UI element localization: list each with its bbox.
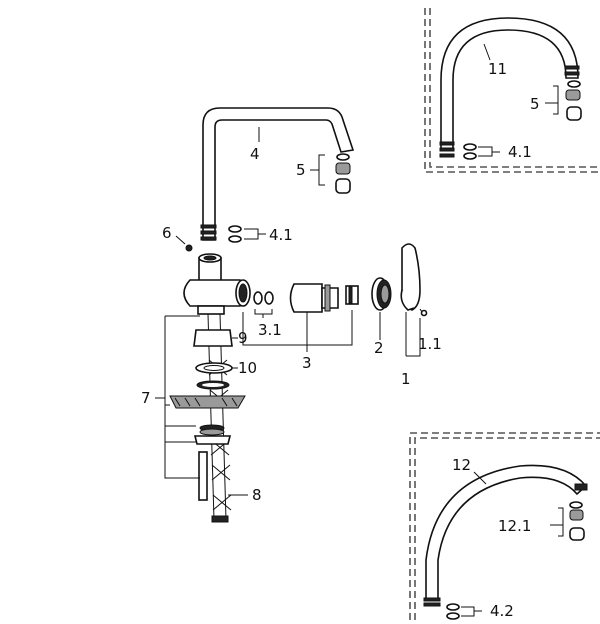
- mixer-body: [183, 253, 251, 315]
- o-ring: [196, 380, 230, 390]
- washers-4-2: [446, 603, 482, 620]
- label-1-1: 1.1: [418, 335, 442, 353]
- lever-handle-1: [400, 243, 428, 357]
- inset-frame-top: [424, 8, 600, 173]
- washers-4-1-inset: [463, 143, 500, 160]
- washers-4-1: [228, 225, 266, 243]
- washer-10: [195, 362, 238, 374]
- threaded-stud-8: [198, 451, 248, 501]
- label-4-1-inset: 4.1: [508, 143, 532, 161]
- label-12: 12: [452, 456, 471, 474]
- cap-2: [371, 277, 392, 340]
- aerator-set-5: [310, 153, 351, 194]
- arched-spout-12: [423, 464, 588, 607]
- bracket-3-1: [254, 309, 273, 318]
- bracket-3: [242, 310, 353, 352]
- label-4: 4: [250, 145, 260, 163]
- label-3-1: 3.1: [258, 321, 282, 339]
- label-8: 8: [252, 486, 262, 504]
- inset-frame-bottom: [409, 432, 600, 620]
- bracket-7: [155, 315, 200, 479]
- label-3: 3: [302, 354, 312, 372]
- cartridge-parts-3-1: [253, 291, 274, 305]
- nut-9: [193, 329, 238, 347]
- aerator-set-5-inset: [545, 80, 582, 121]
- label-2: 2: [374, 339, 384, 357]
- label-4-1: 4.1: [269, 226, 293, 244]
- cartridge-3: [289, 283, 359, 313]
- round-spout-11: [439, 17, 580, 158]
- label-4-2: 4.2: [490, 602, 514, 620]
- countertop-section: [169, 395, 246, 409]
- screw-6: [175, 235, 193, 252]
- label-12-1: 12.1: [498, 517, 531, 535]
- label-7: 7: [141, 389, 151, 407]
- fixing-parts-7: [193, 424, 232, 445]
- label-1: 1: [401, 370, 411, 388]
- aerator-set-12-1: [550, 501, 585, 541]
- label-10: 10: [238, 359, 257, 377]
- label-5: 5: [296, 161, 306, 179]
- label-11: 11: [488, 60, 507, 78]
- label-6: 6: [162, 224, 172, 242]
- label-9: 9: [238, 329, 248, 347]
- square-spout-4: [200, 107, 355, 241]
- label-5-inset: 5: [530, 95, 540, 113]
